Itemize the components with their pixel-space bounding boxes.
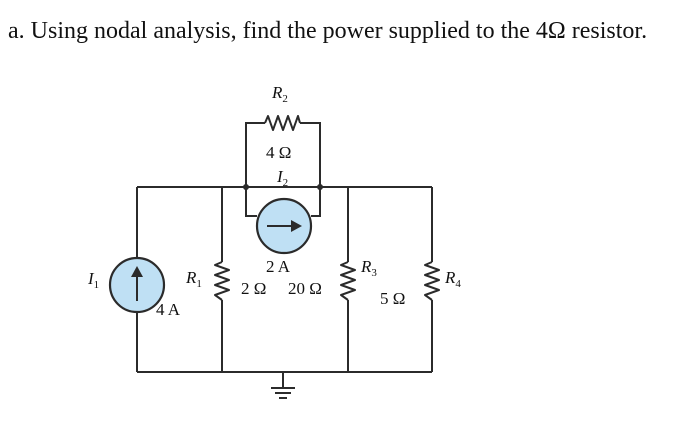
r1-label: R1 — [185, 268, 202, 290]
junction-node — [243, 184, 249, 190]
current-source-i2 — [255, 197, 313, 255]
r1-value: 2 Ω — [241, 279, 266, 298]
r3-value: 20 Ω — [288, 279, 322, 298]
i2-label: I2 — [276, 167, 288, 189]
resistor-r3 — [340, 261, 356, 301]
r4-label: R4 — [444, 268, 461, 290]
current-source-i1 — [108, 256, 166, 314]
resistor-r2 — [264, 115, 301, 131]
wire-i2-left — [245, 187, 257, 217]
i2-value: 2 A — [266, 257, 291, 276]
i1-label: I1 — [87, 269, 99, 291]
resistor-r4 — [424, 261, 440, 301]
wire-r2-left — [245, 122, 265, 187]
wires — [136, 122, 433, 388]
question-text: a. Using nodal analysis, find the power … — [8, 18, 648, 44]
ground-icon — [271, 387, 295, 399]
i1-value: 4 A — [156, 300, 181, 319]
wire-i2-right — [311, 187, 321, 217]
wire-r2-right — [300, 122, 321, 187]
junction-node — [317, 184, 323, 190]
junctions — [243, 184, 323, 190]
r2-value: 4 Ω — [266, 143, 291, 162]
r4-value: 5 Ω — [380, 289, 405, 308]
resistor-r1 — [214, 261, 230, 301]
r2-label: R2 — [271, 83, 288, 105]
r3-label: R3 — [360, 257, 377, 279]
